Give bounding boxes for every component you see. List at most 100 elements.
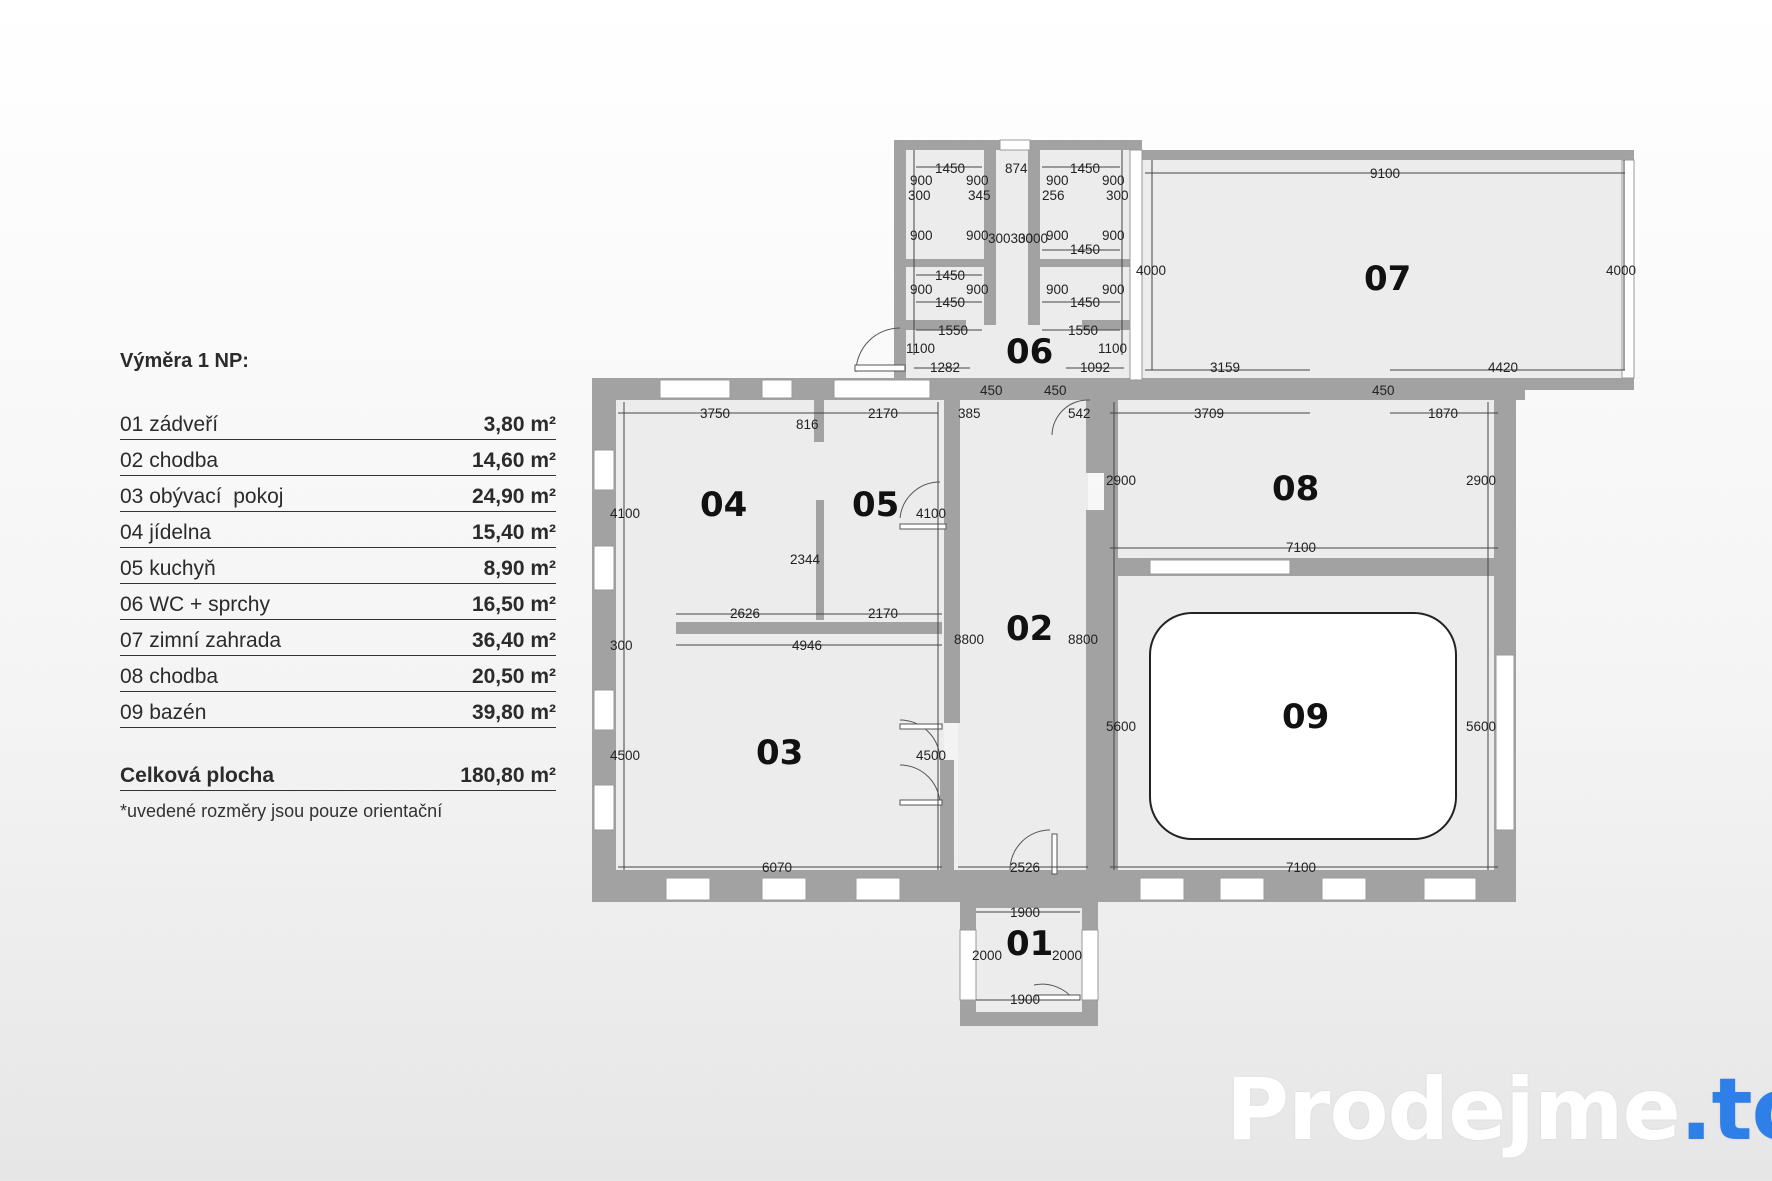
dim-label: 5600: [1106, 719, 1136, 734]
dim-label: 900: [1046, 173, 1069, 188]
dim-label: 3709: [1194, 406, 1224, 421]
dimension-lines: [618, 150, 1625, 1001]
dim-label: 1870: [1428, 406, 1458, 421]
room-05-label: 05: [852, 485, 899, 525]
room-06-label: 06: [1006, 332, 1053, 372]
legend-room-area: 16,50 m²: [471, 593, 556, 616]
legend-room-area: 36,40 m²: [471, 629, 556, 652]
dim-label: 1450: [1070, 161, 1100, 176]
dimension-labels: 1450 874 1450 9100 900 900 900 900 300 3…: [610, 161, 1636, 1007]
legend-room-area: 20,50 m²: [471, 665, 556, 688]
dim-label: 1100: [1098, 341, 1127, 356]
dim-label: 1900: [1010, 905, 1040, 920]
dim-label: 2170: [868, 406, 898, 421]
legend-room-name: 05 kuchyň: [120, 557, 216, 580]
legend-room-name: 06 WC + sprchy: [120, 593, 270, 616]
dim-label: 450: [980, 383, 1003, 398]
room-08-label: 08: [1272, 469, 1319, 509]
dim-label: 345: [968, 188, 991, 203]
dim-label: 1450: [935, 295, 965, 310]
dim-label: 900: [966, 228, 989, 243]
legend-room-name: 03 obývací pokoj: [120, 485, 284, 508]
room-04-label: 04: [700, 485, 747, 525]
legend-row: 05 kuchyň 8,90 m²: [120, 557, 556, 584]
dim-label: 4420: [1488, 360, 1518, 375]
legend-room-name: 08 chodba: [120, 665, 219, 688]
dim-label: 1450: [935, 161, 965, 176]
dim-label: 1450: [1070, 295, 1100, 310]
door-swings: [855, 327, 1091, 1001]
dim-label: 900: [966, 173, 989, 188]
dim-label: 900: [1102, 282, 1125, 297]
dim-label: 450: [1044, 383, 1067, 398]
dim-label: 900: [1046, 282, 1069, 297]
legend-room-area: 8,90 m²: [483, 557, 556, 580]
legend-room-name: 02 chodba: [120, 449, 219, 472]
dim-label: 450: [1372, 383, 1395, 398]
dim-label: 4100: [916, 506, 946, 521]
dim-label: 6070: [762, 860, 792, 875]
dim-label: 300: [908, 188, 931, 203]
room-02-label: 02: [1006, 609, 1053, 649]
legend-room-area: 15,40 m²: [471, 521, 556, 544]
dim-label: 300: [610, 638, 633, 653]
dim-label: 2000: [972, 948, 1002, 963]
room-07-label: 07: [1364, 259, 1411, 299]
dim-label: 3000: [1018, 231, 1048, 246]
dim-label: 4100: [610, 506, 640, 521]
brand-name: Prodejme: [1226, 1060, 1681, 1160]
dim-label: 8800: [954, 632, 984, 647]
legend-row: 09 bazén 39,80 m²: [120, 701, 556, 728]
dim-label: 874: [1005, 161, 1028, 176]
dim-label: 2626: [730, 606, 760, 621]
legend-room-area: 39,80 m²: [471, 701, 556, 724]
legend-row: 08 chodba 20,50 m²: [120, 665, 556, 692]
dim-label: 2344: [790, 552, 821, 567]
dim-label: 4000: [1136, 263, 1166, 278]
dim-label: 2900: [1106, 473, 1136, 488]
brand-tld: .to: [1679, 1060, 1772, 1160]
room-09-label: 09: [1282, 697, 1329, 737]
legend-room-area: 24,90 m²: [471, 485, 556, 508]
dim-label: 900: [1046, 228, 1069, 243]
dim-label: 5600: [1466, 719, 1496, 734]
dim-label: 1550: [1068, 323, 1098, 338]
legend-row: 03 obývací pokoj 24,90 m²: [120, 485, 556, 512]
dim-label: 2000: [1052, 948, 1082, 963]
dim-label: 7100: [1286, 540, 1316, 555]
pool-basin: [1149, 612, 1457, 840]
total-label: Celková plocha: [120, 764, 275, 787]
legend-note: *uvedené rozměry jsou pouze orientační: [120, 801, 443, 821]
dim-label: 900: [910, 228, 933, 243]
legend-room-name: 09 bazén: [120, 701, 207, 724]
dim-label: 1450: [1070, 242, 1100, 257]
dim-label: 816: [796, 417, 819, 432]
room-03-label: 03: [756, 733, 803, 773]
dim-label: 4946: [792, 638, 822, 653]
legend-room-area: 3,80 m²: [483, 413, 556, 436]
dim-label: 900: [966, 282, 989, 297]
dim-label: 1092: [1080, 360, 1110, 375]
dim-label: 2900: [1466, 473, 1496, 488]
dim-label: 8800: [1068, 632, 1098, 647]
room-01-label: 01: [1006, 924, 1053, 964]
dim-label: 4500: [916, 748, 946, 763]
brand-logo: Prodejme.to: [1226, 1060, 1772, 1160]
dim-label: 1100: [906, 341, 935, 356]
dim-label: 7100: [1286, 860, 1316, 875]
dim-label: 9100: [1370, 166, 1400, 181]
total-area: 180,80 m²: [460, 764, 556, 787]
windows: [593, 139, 1635, 1001]
legend-room-area: 14,60 m²: [471, 449, 556, 472]
legend-row: 06 WC + sprchy 16,50 m²: [120, 593, 556, 620]
dim-label: 2170: [868, 606, 898, 621]
legend-title: Výměra 1 NP:: [120, 350, 249, 372]
dim-label: 256: [1042, 188, 1065, 203]
dim-label: 385: [958, 406, 981, 421]
